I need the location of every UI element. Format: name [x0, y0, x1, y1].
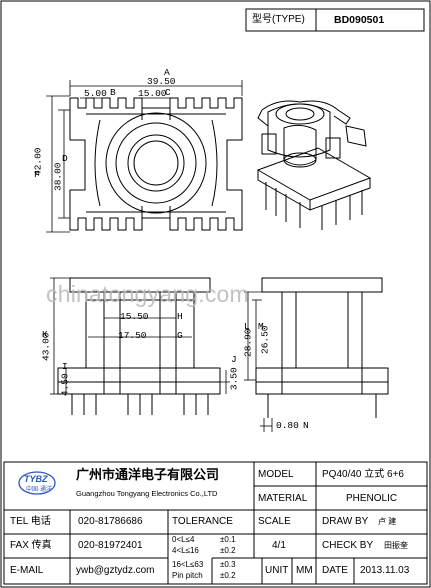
type-label: 型号(TYPE) [252, 14, 305, 25]
company-name-cn: 广州市通洋电子有限公司 [76, 467, 220, 482]
scale-label: SCALE [258, 516, 291, 527]
unit-value: MM [296, 565, 313, 576]
material-value: PHENOLIC [346, 493, 398, 504]
dim-label-i: I [62, 361, 68, 372]
model-label: MODEL [258, 469, 294, 480]
type-box [245, 8, 425, 32]
logo-text: TYBZ [24, 474, 48, 484]
scale-value: 4/1 [272, 540, 286, 551]
tel-label: TEL 电话 [10, 516, 51, 527]
tol-row1-range: 0<L≤4 [172, 535, 195, 544]
date-label: DATE [322, 565, 348, 576]
dim-value-m: 26.50 [259, 325, 271, 355]
dim-label-m: M [258, 321, 264, 332]
email-label: E-MAIL [10, 565, 44, 576]
type-value: BD090501 [334, 14, 385, 26]
top-view-dimensions [46, 80, 243, 233]
date-value: 2013.11.03 [360, 565, 410, 576]
logo-subtext: 中国·通洋 [26, 487, 52, 493]
tol-row3-val: ±0.3 [220, 560, 236, 569]
side-view-dimensions [244, 291, 273, 432]
tol-row4-range: Pin pitch [172, 571, 203, 580]
company-logo-graphic [18, 471, 56, 495]
material-label: MATERIAL [258, 493, 308, 504]
unit-label: UNIT [265, 565, 289, 576]
dim-value-c: 15.00 [138, 88, 167, 99]
dim-label-c: C [165, 87, 171, 98]
model-value: PQ40/40 立式 6+6 [322, 469, 404, 480]
isometric-view [256, 100, 372, 230]
dim-value-l: 28.90 [242, 328, 254, 358]
dim-label-k: K [42, 329, 48, 340]
draw-by-label: DRAW BY [322, 516, 369, 527]
tol-row2-val: ±0.2 [220, 546, 236, 555]
dim-label-f: F [34, 169, 40, 180]
front-view-dimensions [50, 277, 230, 395]
dim-label-h: H [177, 311, 183, 322]
company-name-en: Guangzhou Tongyang Electronics Co.,LTD [76, 489, 218, 498]
side-view [255, 277, 389, 418]
dim-label-d: D [62, 153, 68, 164]
dim-value-f: 42.00 [32, 147, 44, 177]
dim-label-l: L [244, 321, 250, 332]
dim-label-j: J [231, 354, 237, 365]
fax-value: 020-81972401 [78, 540, 143, 551]
fax-label: FAX 传真 [10, 540, 52, 551]
dim-value-a: 39.50 [147, 76, 176, 87]
dim-label-b: B [110, 87, 116, 98]
top-view [69, 97, 243, 231]
tol-row1-val: ±0.1 [220, 535, 236, 544]
watermark: chinatongyang.com [46, 281, 249, 307]
dim-label-n: N [303, 420, 309, 431]
dim-value-j: 3.50 [228, 367, 240, 391]
tol-row2-range: 4<L≤16 [172, 546, 199, 555]
tel-value: 020-81786686 [78, 516, 143, 527]
check-by-label: CHECK BY [322, 540, 374, 551]
dim-value-i: 4.50 [59, 373, 71, 397]
check-by-value: 田振奎 [384, 541, 408, 550]
dim-value-h: 15.50 [120, 311, 149, 322]
dim-value-g: 17.50 [118, 330, 147, 341]
dim-label-a: A [164, 67, 170, 78]
dim-label-g: G [177, 330, 183, 341]
title-block [3, 461, 428, 585]
dim-value-b: 5.00 [84, 88, 107, 99]
email-value: ywb@gztydz.com [76, 565, 155, 576]
tol-row4-val: ±0.2 [220, 571, 236, 580]
draw-by-value: 卢 建 [378, 517, 397, 526]
front-view [57, 277, 221, 415]
tolerance-label: TOLERANCE [172, 516, 233, 527]
dim-value-n: 0.80 [276, 420, 299, 431]
tol-row3-range: 16<L≤63 [172, 560, 204, 569]
dim-value-k: 43.00 [40, 332, 52, 362]
dim-value-d: 38.00 [52, 162, 64, 192]
